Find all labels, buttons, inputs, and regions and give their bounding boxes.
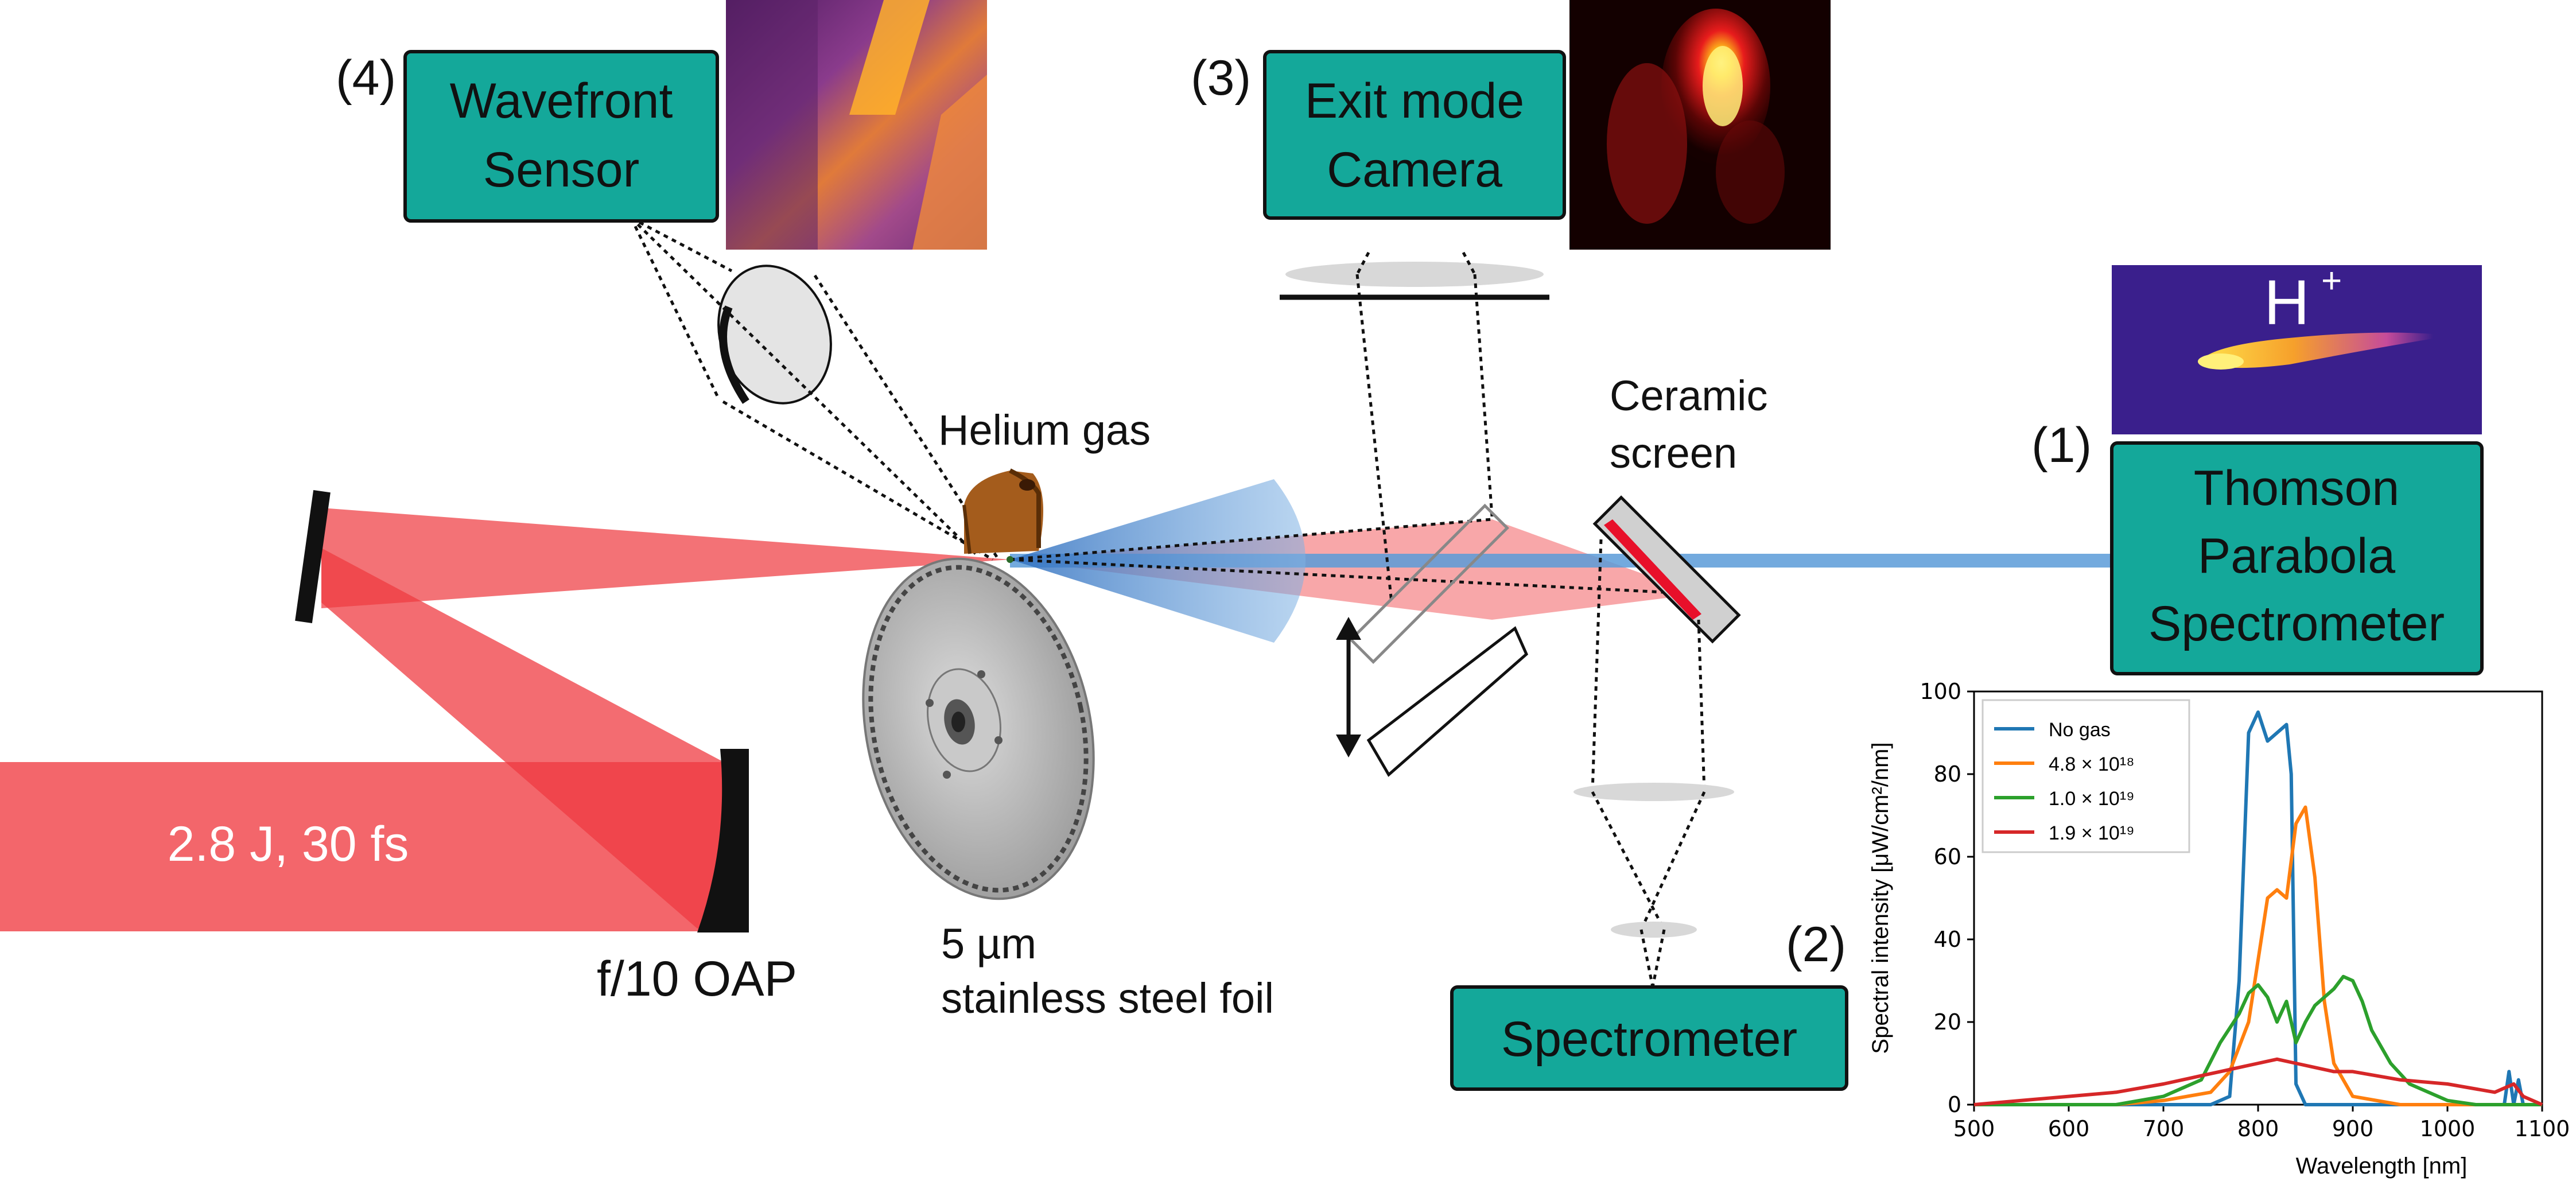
wavefront-image: [726, 0, 987, 250]
x-tick-label: 500: [1953, 1116, 1995, 1141]
thomson-box-line3: Spectrometer: [2148, 596, 2445, 651]
y-axis-label: Spectral intensity [μW/cm²/nm]: [1868, 742, 1893, 1054]
x-tick-label: 1100: [2515, 1116, 2570, 1141]
transmitted-beam: [1010, 519, 1699, 620]
exit-mode-box-line2: Camera: [1327, 142, 1502, 197]
proton-trace-image: H +: [2112, 261, 2482, 434]
series-line-0: [1974, 710, 2542, 1106]
wavefront-box-line2: Sensor: [483, 142, 640, 197]
ceramic-screen-label-line2: screen: [1610, 429, 1737, 477]
exit-mode-box-line1: Exit mode: [1305, 73, 1524, 129]
wavefront-tag: (4): [336, 50, 396, 106]
laser-spot-on-screen: [1604, 519, 1701, 620]
oap-reflected-beam: [321, 548, 726, 928]
exit-mode-tag: (3): [1191, 50, 1251, 106]
exit-mode-camera-box: Exit mode Camera: [1263, 50, 1566, 220]
flat-mirror: [295, 490, 331, 623]
x-tick-label: 700: [2143, 1116, 2185, 1141]
legend-label-1: 4.8 × 10¹⁸: [2049, 753, 2135, 775]
ceramic-screen-label-line1: Ceramic: [1610, 372, 1767, 419]
thomson-box-line1: Thomson: [2194, 461, 2400, 516]
pickoff-mirror: [1349, 503, 1510, 665]
proton-species-label: H: [2264, 267, 2309, 338]
wavefront-sensor-box: Wavefront Sensor: [403, 50, 719, 223]
y-tick-label: 20: [1934, 1009, 1961, 1035]
x-tick-label: 900: [2332, 1116, 2374, 1141]
wavefront-box-line1: Wavefront: [450, 73, 673, 129]
exit-mode-image: [1569, 0, 1831, 250]
oap-label: f/10 OAP: [597, 951, 797, 1007]
series-line-2: [1974, 974, 2542, 1106]
thomson-box-line2: Parabola: [2198, 529, 2395, 584]
proton-species-sup: +: [2321, 261, 2342, 301]
exit-mode-optics: [1009, 251, 1699, 603]
x-tick-label: 1000: [2420, 1116, 2476, 1141]
spectrum-chart: 0 20 40 60 80 100 500 600 700 800 900 1000 1100 Wav…: [1868, 679, 2570, 1179]
gas-label: Helium gas: [938, 406, 1151, 454]
ceramic-screen: [1592, 495, 1741, 644]
translation-arrow: [1336, 617, 1361, 757]
proton-cone: [1010, 479, 1306, 643]
x-tick-label: 800: [2237, 1116, 2279, 1141]
series-line-3: [1973, 1057, 2543, 1106]
y-tick-label: 40: [1934, 927, 1961, 952]
y-tick-label: 80: [1934, 761, 1961, 787]
thomson-parabola-box: Thomson Parabola Spectrometer: [2110, 441, 2484, 675]
foil-target-wheel: [862, 557, 1095, 900]
focusing-beam: [321, 508, 1010, 608]
spectrometer-box-label: Spectrometer: [1501, 1012, 1797, 1067]
foil-material-label: stainless steel foil: [941, 974, 1274, 1022]
oap-mirror: [697, 749, 749, 932]
legend-label-3: 1.9 × 10¹⁹: [2049, 822, 2135, 844]
y-tick-label: 60: [1934, 844, 1961, 869]
spectrometer-tag: (2): [1786, 917, 1846, 972]
chart-legend: No gas 4.8 × 10¹⁸ 1.0 × 10¹⁹ 1.9 × 10¹⁹: [1981, 699, 2190, 853]
legend-label-2: 1.0 × 10¹⁹: [2049, 788, 2135, 810]
thomson-tag: (1): [2031, 418, 2092, 473]
legend-box: [1981, 699, 2190, 853]
x-tick-label: 600: [2048, 1116, 2090, 1141]
spectrometer-optics: [1573, 539, 1734, 988]
legend-label-0: No gas: [2049, 719, 2111, 741]
chart-series: [1973, 710, 2543, 1106]
wedge-optic: [1366, 626, 1529, 777]
spectrometer-box: Spectrometer: [1450, 985, 1848, 1091]
y-tick-label: 0: [1948, 1092, 1961, 1117]
beam-energy-label: 2.8 J, 30 fs: [168, 817, 409, 872]
y-axis: 0 20 40 60 80 100: [1920, 679, 1974, 1117]
helium-gas-nozzle: [962, 468, 1043, 554]
y-tick-label: 100: [1920, 679, 1961, 704]
wavefront-lens: [630, 216, 1000, 561]
series-line-1: [1974, 805, 2542, 1106]
x-axis-label: Wavelength [nm]: [2296, 1153, 2468, 1179]
laser-focus: [1007, 556, 1013, 563]
laser-beam: [0, 508, 1699, 931]
foil-thickness-label: 5 µm: [941, 920, 1036, 967]
x-axis: 500 600 700 800 900 1000 1100: [1953, 1105, 2570, 1141]
